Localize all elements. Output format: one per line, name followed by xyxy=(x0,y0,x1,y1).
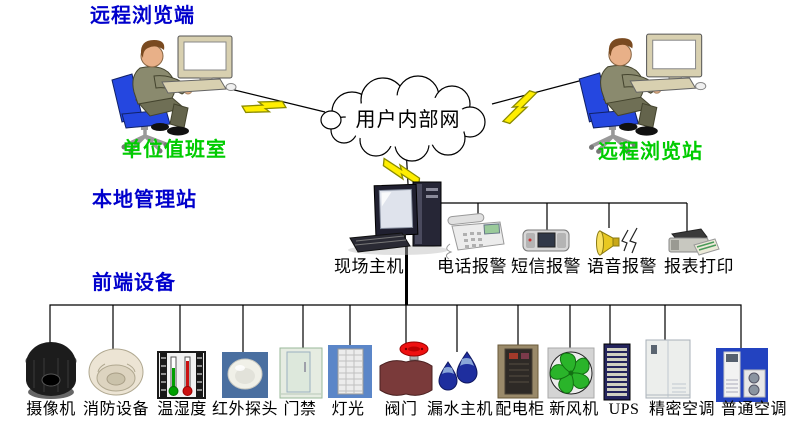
lightning-bolt-left xyxy=(239,85,289,128)
thermometer-icon xyxy=(157,351,206,399)
fresh-air-fan-icon xyxy=(547,347,595,399)
printer-icon xyxy=(668,228,720,256)
label-water-leak-host: 漏水主机 xyxy=(426,401,494,418)
operator-left-clipart xyxy=(110,34,238,156)
label-lighting: 灯光 xyxy=(331,401,365,418)
label-report-print: 报表打印 xyxy=(664,257,734,276)
label-camera: 摄像机 xyxy=(26,401,76,418)
label-fresh-air-fan: 新风机 xyxy=(549,401,599,418)
label-temp-humidity: 温湿度 xyxy=(157,401,207,418)
label-precision-ac: 精密空调 xyxy=(648,401,716,418)
power-cabinet-icon xyxy=(497,344,539,399)
label-fire-equipment: 消防设备 xyxy=(82,401,150,418)
door-access-icon xyxy=(279,347,323,399)
ordinary-ac-icon xyxy=(716,348,768,402)
operator-right-clipart xyxy=(577,32,708,156)
label-sms-alarm: 短信报警 xyxy=(511,257,581,276)
label-door-access: 门禁 xyxy=(283,401,317,418)
label-infrared-sensor: 红外探头 xyxy=(211,401,279,418)
label-front-end-devices: 前端设备 xyxy=(92,272,176,294)
label-site-host: 现场主机 xyxy=(334,257,404,276)
ups-rack-icon xyxy=(603,343,631,401)
label-unit-duty-room: 单位值班室 xyxy=(122,139,227,161)
telephone-icon xyxy=(445,213,505,260)
label-ordinary-ac: 普通空调 xyxy=(720,401,788,418)
label-power-cabinet: 配电柜 xyxy=(495,401,545,418)
cloud-label: 用户内部网 xyxy=(355,109,461,131)
mobile-phone-icon xyxy=(522,229,570,252)
water-leak-icon xyxy=(438,351,478,391)
connection-lines xyxy=(49,75,742,353)
label-valve: 阀门 xyxy=(384,401,418,418)
network-cloud xyxy=(320,75,486,162)
smoke-detector-icon xyxy=(88,348,144,396)
label-remote-browse-end: 远程浏览端 xyxy=(90,5,195,27)
valve-icon xyxy=(379,341,433,396)
speaker-icon xyxy=(596,227,638,256)
label-ups: UPS xyxy=(608,401,640,418)
label-voice-alarm: 语音报警 xyxy=(587,257,657,276)
infrared-sensor-icon xyxy=(222,352,268,398)
lightning-bolt-right xyxy=(496,88,544,126)
dome-camera-icon xyxy=(25,342,77,399)
light-panel-icon xyxy=(328,345,372,398)
label-remote-browse-station: 远程浏览站 xyxy=(598,141,703,163)
label-phone-alarm: 电话报警 xyxy=(437,257,507,276)
precision-ac-icon xyxy=(645,339,691,399)
label-local-mgmt-station: 本地管理站 xyxy=(92,189,197,211)
site-host-computer xyxy=(348,181,448,255)
